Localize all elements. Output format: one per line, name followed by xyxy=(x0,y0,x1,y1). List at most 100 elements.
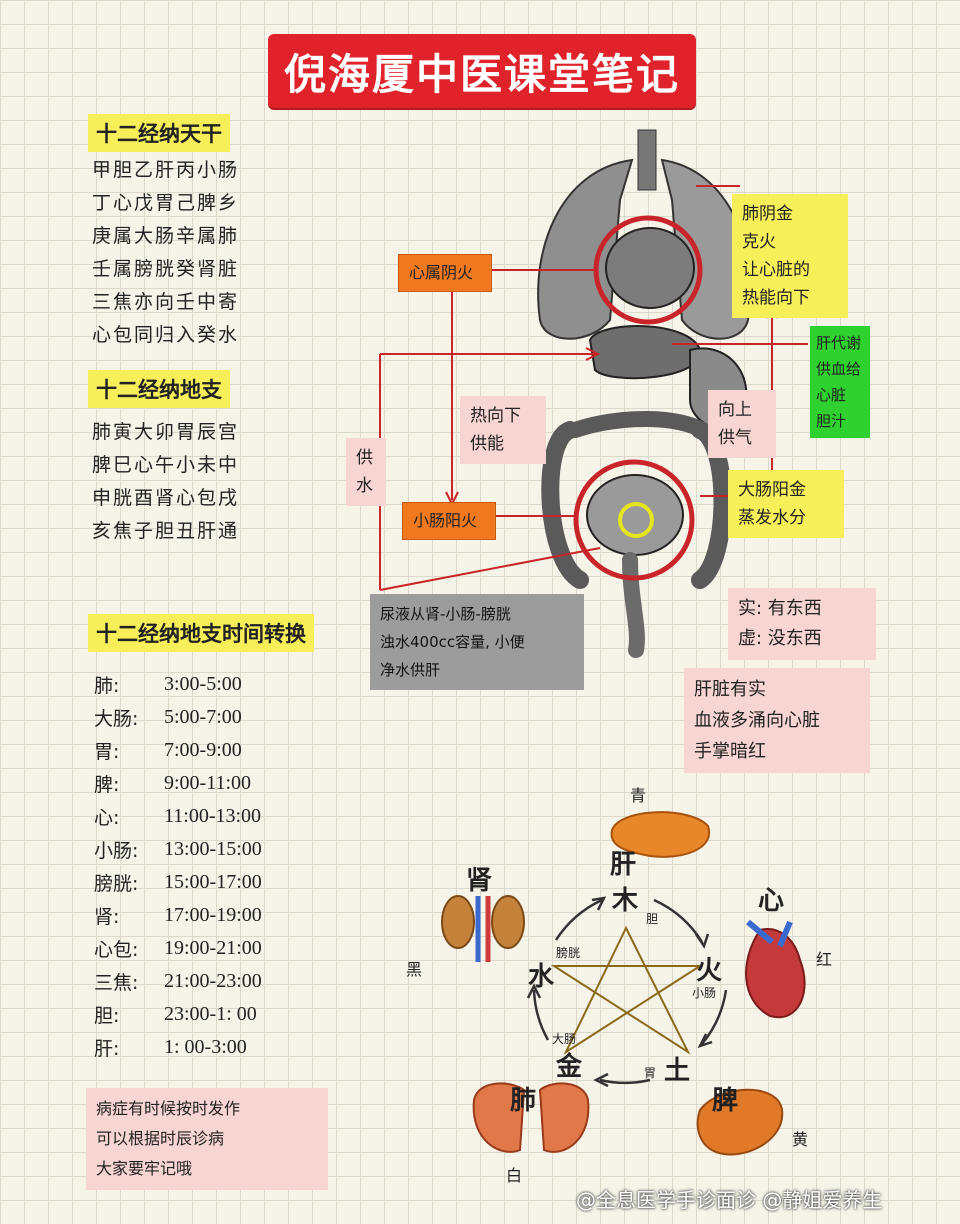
note-line: 供气 xyxy=(718,428,752,448)
note-line: 心脏 xyxy=(816,386,847,404)
verse-line: 庚属大肠辛属肺 xyxy=(92,225,240,247)
verse-line: 脾巳心午小未中 xyxy=(92,454,240,476)
table-row: 肺: 3:00-5:00 xyxy=(94,668,262,701)
color-label-red: 红 xyxy=(816,950,833,969)
time-cell: 19:00-21:00 xyxy=(164,937,262,959)
organ-cell: 小肠: xyxy=(94,840,139,862)
time-cell: 17:00-19:00 xyxy=(164,904,262,926)
kidney-icon xyxy=(441,895,525,962)
heavenly-stems-heading: 十二经纳天干 xyxy=(88,114,230,152)
table-row: 肝:1: 00-3:00 xyxy=(94,1031,262,1064)
verse-line: 三焦亦向壬中寄 xyxy=(92,291,240,313)
heat-down-note: 热向下 供能 xyxy=(460,396,546,464)
small-intestine-yang-fire-label: 小肠阳火 xyxy=(402,502,496,540)
time-cell: 23:00-1: 00 xyxy=(164,1003,257,1025)
note-line: 克火 xyxy=(742,232,776,252)
spleen-icon xyxy=(696,1088,784,1156)
note-line: 可以根据时辰诊病 xyxy=(96,1129,225,1148)
note-line: 水 xyxy=(356,476,373,496)
generating-cycle-arrows xyxy=(526,896,728,1088)
verse-line: 壬属膀胱癸肾脏 xyxy=(92,258,240,280)
table-row: 胃:7:00-9:00 xyxy=(94,734,262,767)
controlling-star xyxy=(550,925,704,1055)
reminder-note: 病症有时候按时发作 可以根据时辰诊病 大家要牢记哦 xyxy=(86,1088,328,1190)
excess-deficiency-note: 实: 有东西 虚: 没东西 xyxy=(728,588,876,660)
organ-liver-label: 肝 xyxy=(610,850,637,880)
organ-cell: 三焦: xyxy=(94,972,139,994)
note-line: 净水供肝 xyxy=(380,661,441,679)
time-cell: 1: 00-3:00 xyxy=(164,1036,247,1058)
note-line: 肺阴金 xyxy=(742,204,793,224)
table-row: 大肠:5:00-7:00 xyxy=(94,701,262,734)
note-line: 供血给 xyxy=(816,360,862,378)
element-fire-label: 火 xyxy=(696,956,723,986)
time-table-heading: 十二经纳地支时间转换 xyxy=(88,614,314,652)
footer-watermark: @全息医学手诊面诊 @静姐爱养生 xyxy=(576,1188,883,1212)
note-line: 尿液从肾-小肠-膀胱 xyxy=(380,605,511,623)
color-label-white: 白 xyxy=(506,1166,523,1185)
heart-illustration xyxy=(605,227,695,309)
organ-cell: 胃: xyxy=(94,741,120,763)
page-title: 倪海厦中医课堂笔记 xyxy=(268,34,696,108)
verse-line: 肺寅大卯胃辰宫 xyxy=(92,421,240,443)
heavenly-stems-verse: 甲胆乙肝丙小肠 丁心戊胃己脾乡 庚属大肠辛属肺 壬属膀胱癸肾脏 三焦亦向壬中寄 … xyxy=(92,154,239,352)
liver-metabolism-note: 肝代谢 供血给 心脏 胆汁 xyxy=(810,326,870,438)
earthly-branches-heading: 十二经纳地支 xyxy=(88,370,230,408)
rise-up-note: 向上 供气 xyxy=(708,390,776,458)
fu-large-intestine-label: 大肠 xyxy=(552,1032,577,1046)
color-label-cyan: 青 xyxy=(630,786,647,805)
element-water-label: 水 xyxy=(528,962,555,992)
note-line: 胆汁 xyxy=(816,412,847,430)
note-line: 热向下 xyxy=(470,406,521,426)
note-line: 供能 xyxy=(470,434,504,454)
note-line: 肝脏有实 xyxy=(694,679,766,700)
fu-gallbladder-label: 胆 xyxy=(646,912,659,926)
table-row: 心包:19:00-21:00 xyxy=(94,932,262,965)
time-cell: 13:00-15:00 xyxy=(164,838,262,860)
note-line: 血液多涌向心脏 xyxy=(694,710,820,731)
color-label-yellow: 黄 xyxy=(792,1130,809,1149)
table-row: 胆:23:00-1: 00 xyxy=(94,998,262,1031)
verse-line: 丁心戊胃己脾乡 xyxy=(92,192,240,214)
note-line: 病症有时候按时发作 xyxy=(96,1099,241,1118)
note-line: 手掌暗红 xyxy=(694,741,766,762)
organ-heart-label: 心 xyxy=(758,886,785,916)
time-cell: 11:00-13:00 xyxy=(164,805,262,827)
organ-cell: 肾: xyxy=(94,906,120,928)
time-table: 肺: 3:00-5:00 大肠:5:00-7:00 胃:7:00-9:00 脾:9… xyxy=(94,668,262,1064)
large-intestine-metal-note: 大肠阳金 蒸发水分 xyxy=(728,470,844,538)
note-line: 让心脏的 xyxy=(742,260,810,280)
yellow-marker-circle xyxy=(618,502,654,538)
time-cell: 3:00-5:00 xyxy=(164,673,242,695)
heart-yin-fire-label: 心属阴火 xyxy=(398,254,492,292)
earthly-branches-verse: 肺寅大卯胃辰宫 脾巳心午小未中 申胱酉肾心包戌 亥焦子胆丑肝通 xyxy=(92,416,239,548)
left-lung-illustration xyxy=(537,158,634,340)
fu-small-intestine-label: 小肠 xyxy=(692,986,717,1000)
table-row: 脾:9:00-11:00 xyxy=(94,767,262,800)
time-cell: 9:00-11:00 xyxy=(164,772,252,794)
liver-icon xyxy=(610,811,711,858)
note-line: 向上 xyxy=(718,400,752,420)
supply-water-note: 供 水 xyxy=(346,438,386,506)
organ-cell: 膀胱: xyxy=(94,873,139,895)
organ-spleen-label: 脾 xyxy=(712,1086,739,1116)
fu-bladder-label: 膀胱 xyxy=(556,946,581,960)
note-line: 蒸发水分 xyxy=(738,508,806,528)
liver-excess-note: 肝脏有实 血液多涌向心脏 手掌暗红 xyxy=(684,668,870,773)
element-metal-label: 金 xyxy=(556,1052,583,1082)
note-line: 供 xyxy=(356,448,373,468)
lung-icon xyxy=(472,1082,590,1153)
organ-cell: 肺: xyxy=(94,675,120,697)
fu-stomach-label: 胃 xyxy=(644,1066,657,1080)
note-line: 大肠阳金 xyxy=(738,480,806,500)
heart-icon xyxy=(745,919,806,1019)
lung-metal-note: 肺阴金 克火 让心脏的 热能向下 xyxy=(732,194,848,318)
time-cell: 15:00-17:00 xyxy=(164,871,262,893)
time-cell: 5:00-7:00 xyxy=(164,706,242,728)
table-row: 三焦:21:00-23:00 xyxy=(94,965,262,998)
small-intestine-highlight-circle xyxy=(573,459,695,581)
note-line: 虚: 没东西 xyxy=(738,628,822,649)
organ-kidney-label: 肾 xyxy=(466,866,493,896)
